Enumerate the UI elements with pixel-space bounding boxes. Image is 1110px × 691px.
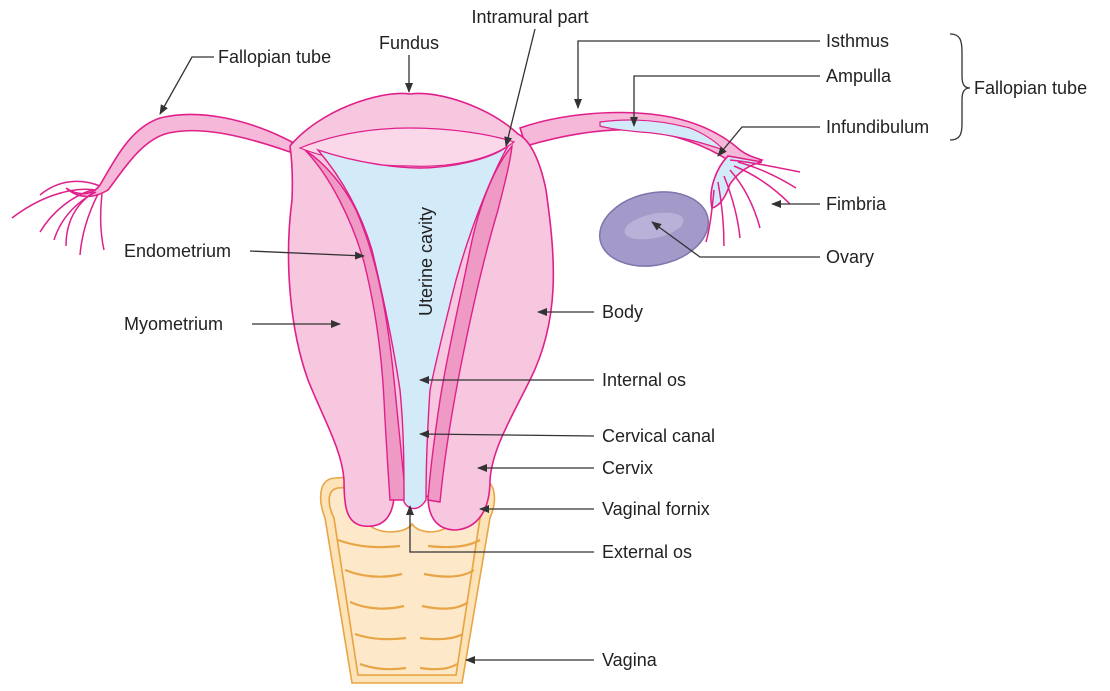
fallopian-tube-brace xyxy=(950,34,970,140)
label-ovary: Ovary xyxy=(826,247,874,267)
label-cervix: Cervix xyxy=(602,458,653,478)
label-cervical-canal: Cervical canal xyxy=(602,426,715,446)
left-fallopian-tube xyxy=(12,114,292,255)
label-external-os: External os xyxy=(602,542,692,562)
label-fimbria: Fimbria xyxy=(826,194,887,214)
label-vagina: Vagina xyxy=(602,650,658,670)
label-uterine-cavity: Uterine cavity xyxy=(416,207,436,316)
label-fundus: Fundus xyxy=(379,33,439,53)
label-intramural-part: Intramural part xyxy=(471,7,588,27)
label-body: Body xyxy=(602,302,643,322)
label-endometrium: Endometrium xyxy=(124,241,231,261)
label-ampulla: Ampulla xyxy=(826,66,892,86)
leader-fallopian-tube-left xyxy=(160,57,214,114)
label-isthmus: Isthmus xyxy=(826,31,889,51)
label-internal-os: Internal os xyxy=(602,370,686,390)
leader-isthmus xyxy=(578,41,820,108)
ovary-illustration xyxy=(593,182,716,275)
label-fallopian-tube-group: Fallopian tube xyxy=(974,78,1087,98)
label-vaginal-fornix: Vaginal fornix xyxy=(602,499,710,519)
label-fallopian-tube-left: Fallopian tube xyxy=(218,47,331,67)
labels: Fallopian tube Fundus Intramural part Is… xyxy=(124,7,1087,670)
label-myometrium: Myometrium xyxy=(124,314,223,334)
label-infundibulum: Infundibulum xyxy=(826,117,929,137)
